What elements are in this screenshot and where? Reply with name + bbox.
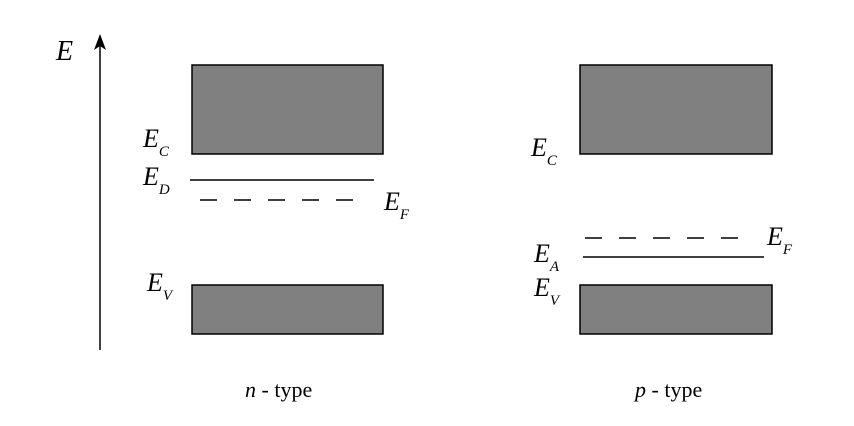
p-fermi-label: EF [766,222,793,258]
p-type-caption: p - type [633,377,702,402]
p-acceptor-label: EA [533,239,560,275]
n-conduction-band [191,64,384,155]
energy-axis-arrowhead [94,34,106,50]
n-type-caption: n - type [245,377,312,402]
n-fermi-label: EF [383,187,410,223]
p-valence-label: EV [533,273,561,309]
n-valence-band [191,284,384,335]
p-valence-band [579,284,773,335]
n-type-diagram: EC ED EF EV n - type [142,64,410,402]
n-donor-label: ED [142,162,170,198]
p-conduction-label: EC [530,133,558,169]
n-valence-label: EV [146,268,174,304]
p-type-diagram: EC EF EA EV p - type [530,64,793,402]
p-conduction-band [579,64,773,155]
energy-axis-label: E [55,36,73,67]
n-conduction-label: EC [142,124,170,160]
